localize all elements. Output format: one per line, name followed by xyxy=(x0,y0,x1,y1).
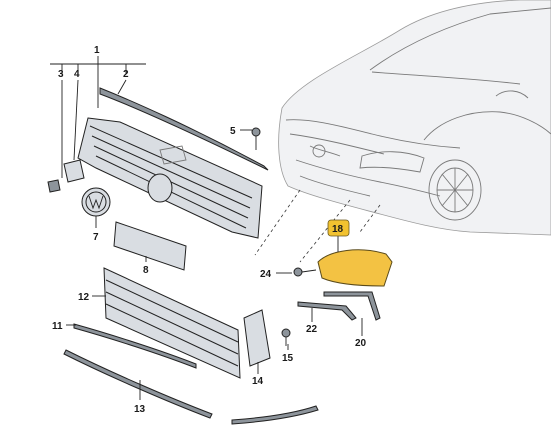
label-5: 5 xyxy=(230,126,236,137)
lower-grille xyxy=(103,267,241,379)
label-24: 24 xyxy=(260,269,272,280)
vw-emblem xyxy=(81,187,111,217)
bracket-part-4 xyxy=(63,159,85,183)
label-1: 1 xyxy=(94,45,100,56)
label-13: 13 xyxy=(134,404,146,415)
chrome-trim-20 xyxy=(323,291,381,321)
leader-1 xyxy=(50,56,146,108)
label-14: 14 xyxy=(252,376,264,387)
label-18: 18 xyxy=(332,224,344,235)
side-bracket-14 xyxy=(243,309,271,367)
upper-chrome-strip xyxy=(99,87,269,171)
label-11: 11 xyxy=(52,321,63,332)
car-body-outline xyxy=(254,0,551,263)
clip-part-3 xyxy=(47,179,61,193)
screw-part-24 xyxy=(293,267,317,277)
screw-part-5 xyxy=(251,127,261,150)
highlighted-fog-light-cover xyxy=(317,249,393,287)
lower-trim-strip-13 xyxy=(63,349,213,419)
label-15: 15 xyxy=(282,353,294,364)
label-22: 22 xyxy=(306,324,318,335)
leader-4 xyxy=(73,79,79,161)
radiator-grille xyxy=(77,117,263,239)
license-plate-holder xyxy=(113,221,187,271)
label-4: 4 xyxy=(74,69,80,80)
lower-trim-strip-11 xyxy=(73,323,197,369)
highlight-badge xyxy=(327,219,350,237)
label-12: 12 xyxy=(78,292,90,303)
chrome-trim-22 xyxy=(297,301,357,321)
label-2: 2 xyxy=(123,69,129,80)
label-8: 8 xyxy=(143,265,149,276)
screw-part-15 xyxy=(281,328,291,346)
label-20: 20 xyxy=(355,338,367,349)
label-3: 3 xyxy=(58,69,64,80)
lower-bumper-trim xyxy=(231,405,319,425)
label-7: 7 xyxy=(93,232,99,243)
leader-2 xyxy=(117,79,127,95)
